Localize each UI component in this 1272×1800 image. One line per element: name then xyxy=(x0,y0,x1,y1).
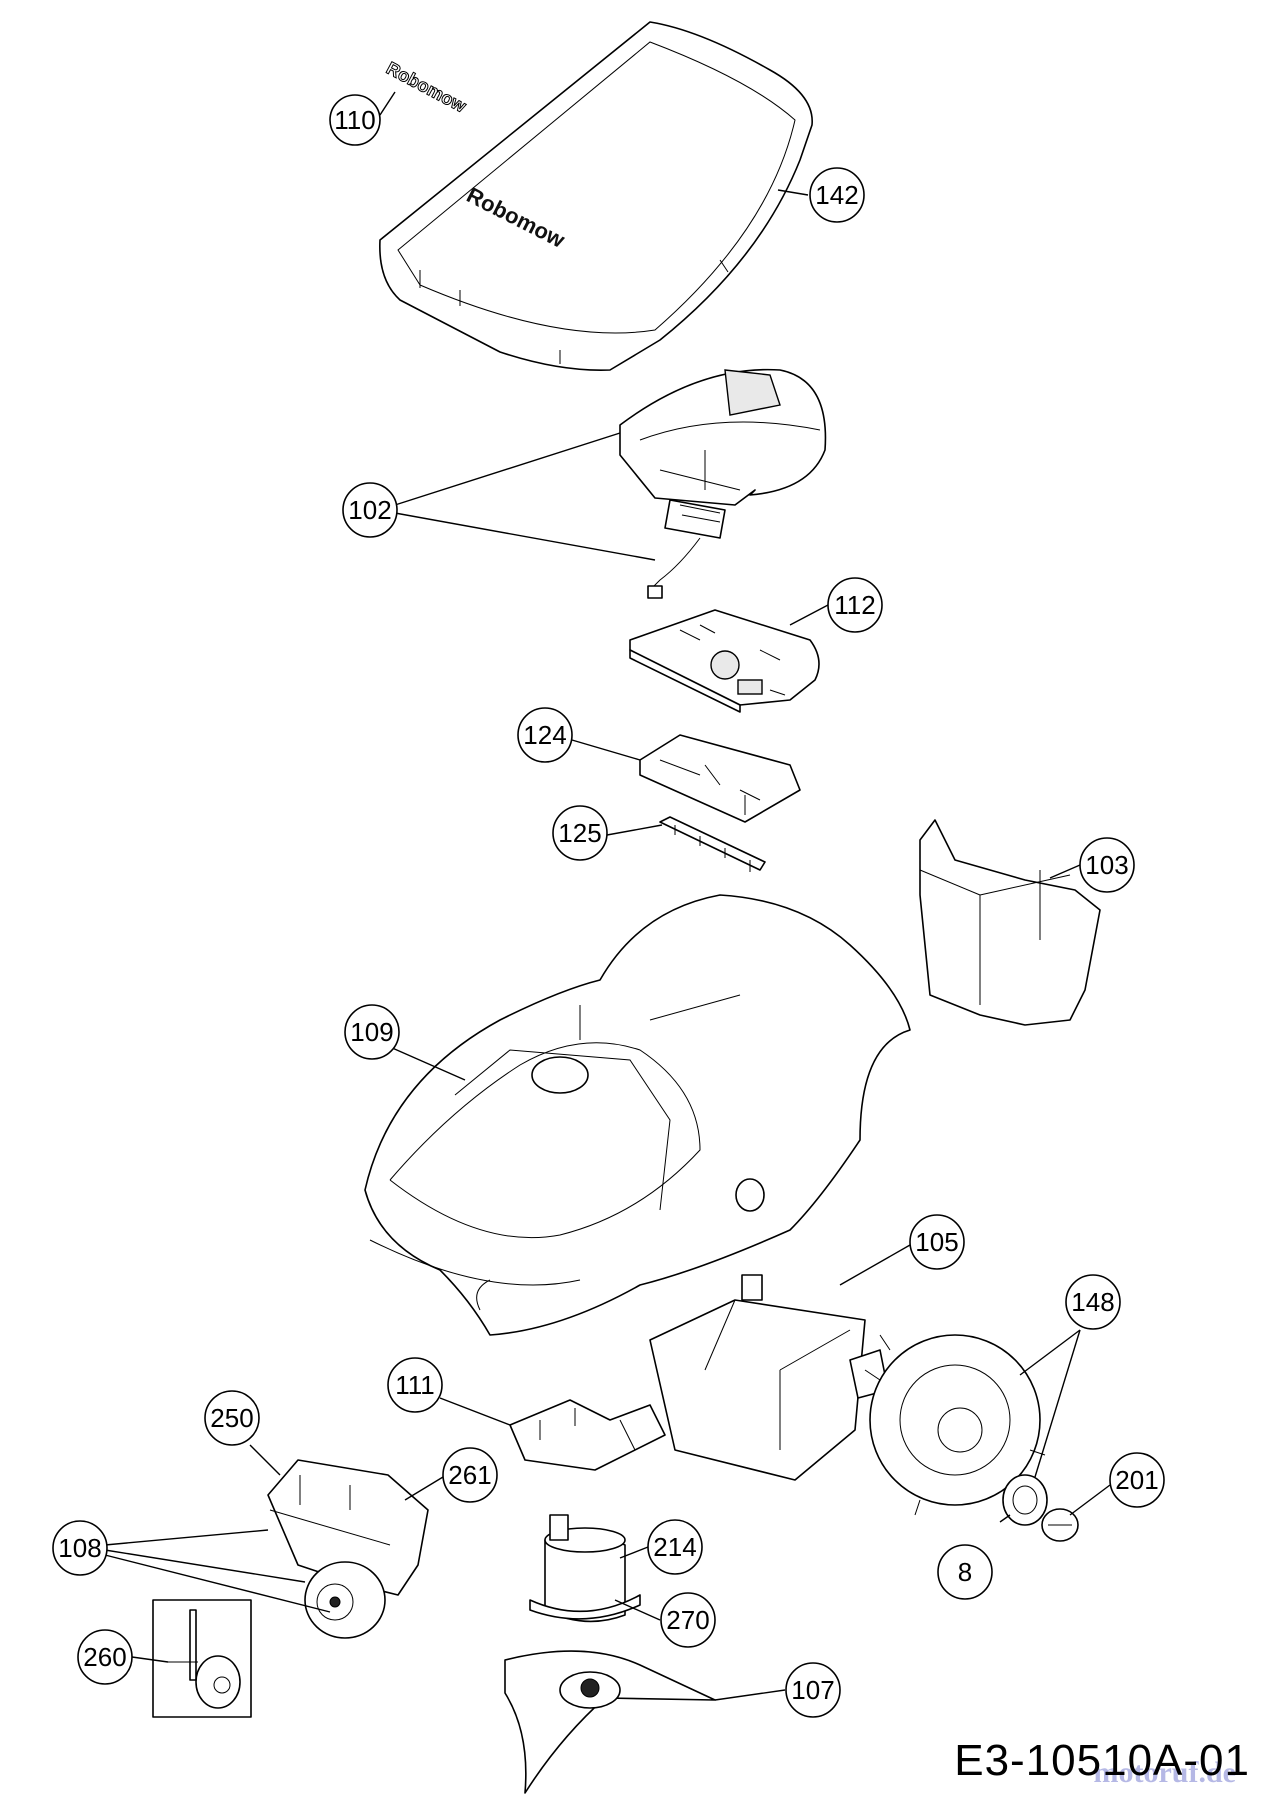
leader-lines xyxy=(104,91,1111,1701)
callout-111-label: 111 xyxy=(395,1370,435,1400)
callout-102-label: 102 xyxy=(348,495,391,525)
callout-102: 102 xyxy=(342,482,398,538)
callout-110: 110 xyxy=(329,94,381,146)
top-cover-part-142: Robomow xyxy=(379,21,813,371)
logo-decal-part-110: Robomow xyxy=(383,57,471,117)
battery-compartment-part-103 xyxy=(919,819,1101,1026)
callout-108: 108 xyxy=(52,1520,108,1576)
callout-103: 103 xyxy=(1079,837,1135,893)
callout-111: 111 xyxy=(387,1357,443,1413)
callout-105: 105 xyxy=(909,1214,965,1270)
callout-148: 148 xyxy=(1065,1274,1121,1330)
callout-261: 261 xyxy=(442,1447,498,1503)
callout-148-label: 148 xyxy=(1071,1287,1114,1317)
watermark: motoruf.de xyxy=(1093,1756,1236,1789)
board-bracket-part-124 xyxy=(639,734,801,823)
callout-270-label: 270 xyxy=(666,1605,709,1635)
callout-108-label: 108 xyxy=(58,1533,101,1563)
callout-103-label: 103 xyxy=(1085,850,1128,880)
circuit-board-part-112 xyxy=(629,609,820,713)
callout-109-label: 109 xyxy=(350,1017,393,1047)
callout-107-label: 107 xyxy=(791,1675,834,1705)
motor-mount-part-270 xyxy=(529,1594,641,1620)
callout-142: 142 xyxy=(809,167,865,223)
callout-250-label: 250 xyxy=(210,1403,253,1433)
callout-124-label: 124 xyxy=(523,720,566,750)
callout-201-label: 201 xyxy=(1115,1465,1158,1495)
callout-107: 107 xyxy=(785,1662,841,1718)
callout-261-label: 261 xyxy=(448,1460,491,1490)
callout-8-label: 8 xyxy=(958,1557,972,1587)
callout-201: 201 xyxy=(1109,1452,1165,1508)
callout-8: 8 xyxy=(937,1544,993,1600)
callout-214-label: 214 xyxy=(653,1532,696,1562)
callout-260: 260 xyxy=(77,1629,133,1685)
logo-disc-part-201 xyxy=(1041,1508,1079,1542)
front-wheel-part-108 xyxy=(304,1561,386,1639)
callout-142-label: 142 xyxy=(815,180,858,210)
front-wheel-housing-part-250 xyxy=(267,1459,429,1596)
display-housing-part-102 xyxy=(619,368,827,599)
callout-125: 125 xyxy=(552,805,608,861)
callout-110-label: 110 xyxy=(334,105,375,135)
callout-124: 124 xyxy=(517,707,573,763)
callout-105-label: 105 xyxy=(915,1227,958,1257)
callout-125-label: 125 xyxy=(558,818,601,848)
callout-260-label: 260 xyxy=(83,1642,126,1672)
callout-250: 250 xyxy=(204,1390,260,1446)
blade-motor-part-214 xyxy=(544,1514,626,1623)
callout-214: 214 xyxy=(647,1519,703,1575)
hub-cap-part-8 xyxy=(1002,1474,1048,1526)
caster-detail-part-260 xyxy=(152,1599,252,1718)
bracket-part-111 xyxy=(509,1399,666,1471)
callout-112-label: 112 xyxy=(834,590,875,620)
drive-motor-part-105 xyxy=(649,1274,889,1481)
small-rail-part-125 xyxy=(659,816,766,872)
callout-270: 270 xyxy=(660,1592,716,1648)
drive-wheel-part-148 xyxy=(864,1334,1046,1516)
drawing-number: E3-10510A-01 xyxy=(954,1736,1250,1785)
callout-109: 109 xyxy=(344,1004,400,1060)
cutting-blade-part-107 xyxy=(504,1650,716,1794)
callout-112: 112 xyxy=(827,577,883,633)
main-body-part-109 xyxy=(364,894,911,1336)
decal-logo-text: Robomow xyxy=(383,58,470,117)
